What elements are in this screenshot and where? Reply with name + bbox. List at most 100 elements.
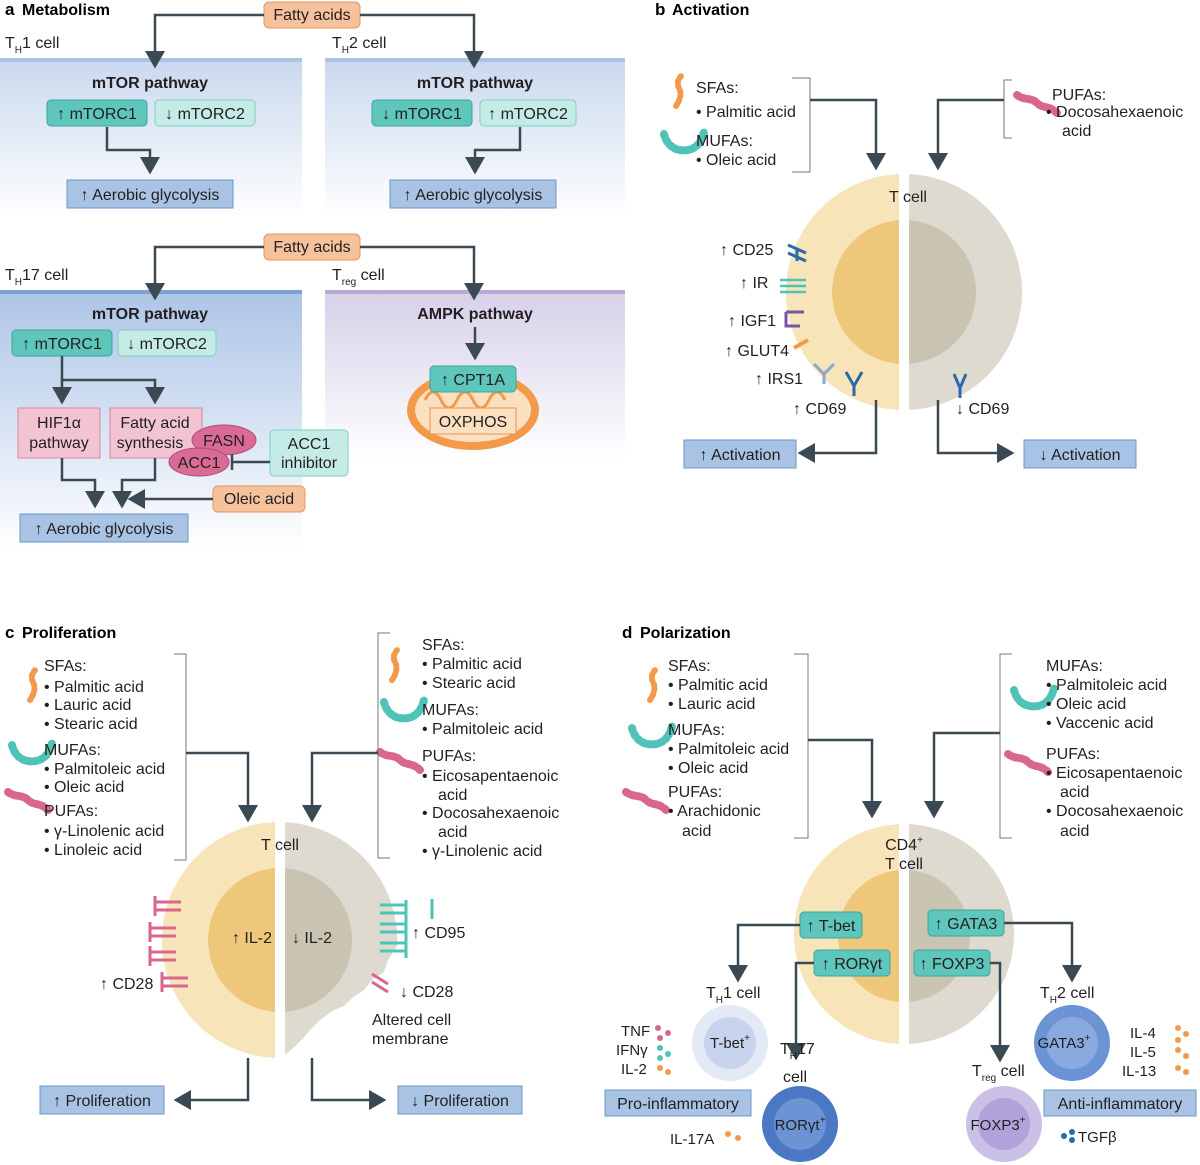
svg-text:acid: acid [682,823,711,840]
th2-mtorc1-box [371,99,473,127]
pufa-molecule-icon [1013,91,1061,117]
svg-text:↑ IRS1: ↑ IRS1 [755,371,803,388]
th1-cell-label-d: TH1 cell [706,985,760,1006]
svg-text:↑ CD25: ↑ CD25 [720,242,773,259]
acc1-enzyme [168,447,230,477]
ampk-pathway: AMPK pathway [417,306,533,323]
svg-text:SFAs:: SFAs: [422,637,465,654]
svg-text:• Linoleic acid: • Linoleic acid [44,842,142,859]
th1-aerobic-glycolysis [66,179,234,209]
svg-text:• Oleic acid: • Oleic acid [696,152,776,169]
acc1-inhibitor-box [269,429,349,477]
svg-text:↓ mTORC2: ↓ mTORC2 [165,106,245,123]
th2-cytokine-dots-icon [1175,1025,1189,1075]
th1-cytokine-dots-icon [655,1025,671,1075]
irs1-icon [812,362,836,384]
pufa-molecule-icon [4,788,52,814]
svg-text:MUFAs:: MUFAs: [668,722,725,739]
svg-text:↑ Activation: ↑ Activation [700,447,781,464]
svg-text:• Stearic acid: • Stearic acid [422,675,516,692]
th17-cytokine-dots-icon [725,1131,741,1141]
cd69-right-icon [952,373,968,398]
cd4-label: CD4+ [885,835,923,854]
th2-mtorc2-box [479,99,577,127]
svg-text:Pro-inflammatory: Pro-inflammatory [617,1096,739,1113]
svg-text:IL-5: IL-5 [1130,1044,1156,1061]
sfa-molecule-icon-right [389,645,402,683]
th2-cell-label: TH2 cell [332,35,386,56]
svg-text:acid: acid [1062,123,1091,140]
svg-text:↑ IR: ↑ IR [740,275,768,292]
svg-text:↑ CPT1A: ↑ CPT1A [441,372,505,389]
mtor-pathway-th17: mTOR pathway [92,306,208,323]
cpt1a-box [429,365,517,393]
cd95-receptors-icon [380,898,434,958]
panel-a-letter: a [5,0,15,19]
th1-mtorc1-box [46,99,148,127]
svg-text:Fatty acid: Fatty acid [120,415,189,432]
up-proliferation-box [39,1085,165,1115]
svg-text:FASN: FASN [203,433,245,450]
pufa-molecule-icon [622,788,670,814]
svg-text:↑ CD28: ↑ CD28 [100,976,153,993]
svg-text:IL-2: IL-2 [621,1061,647,1078]
pufa-molecule-icon-right [376,748,424,774]
svg-text:↑ mTORC1: ↑ mTORC1 [22,336,102,353]
pro-inflammatory-box [604,1089,752,1117]
th1-cell-label: TH1 cell [5,35,59,56]
svg-text:inhibitor: inhibitor [281,455,338,472]
cd69-left-icon [844,371,864,396]
svg-text:↓ Activation: ↓ Activation [1040,447,1121,464]
anti-inflammatory-box [1043,1089,1197,1117]
svg-text:MUFAs:: MUFAs: [1046,658,1103,675]
mtor-pathway-th2: mTOR pathway [417,75,533,92]
svg-text:TNF: TNF [621,1023,650,1040]
svg-text:pathway: pathway [29,435,89,452]
svg-text:ACC1: ACC1 [178,455,221,472]
svg-text:PUFAs:: PUFAs: [422,748,476,765]
svg-text:↑ IGF1: ↑ IGF1 [728,313,776,330]
svg-text:IFNγ: IFNγ [616,1042,648,1059]
svg-text:↑ FOXP3: ↑ FOXP3 [920,956,985,973]
down-activation-box [1023,439,1137,469]
svg-text:MUFAs:: MUFAs: [696,133,753,150]
tgfb-dots-icon [1061,1129,1075,1143]
svg-text:• γ-Linolenic acid: • γ-Linolenic acid [44,823,164,840]
svg-text:• Vaccenic acid: • Vaccenic acid [1046,715,1154,732]
svg-text:PUFAs:: PUFAs: [1046,746,1100,763]
svg-text:• Oleic acid: • Oleic acid [44,779,124,796]
mufa-molecule-icon [660,128,708,155]
th2-cell-label-d: TH2 cell [1040,985,1094,1006]
svg-text:SFAs:: SFAs: [44,658,87,675]
ir-receptor-icon [780,278,806,294]
svg-text:↑ IL-2: ↑ IL-2 [232,930,272,947]
mufa-molecule-icon [8,739,56,766]
svg-text:Fatty acids: Fatty acids [273,239,350,256]
oxphos-box [429,407,517,435]
svg-text:• Docosahexaenoic: • Docosahexaenoic [1046,104,1183,121]
svg-text:• Palmitic acid: • Palmitic acid [422,656,522,673]
svg-text:↑ RORγt: ↑ RORγt [822,956,883,973]
th17-cell-label: TH17 cell [5,267,68,288]
t-cell-label-b: T cell [889,189,927,206]
panel-c-proliferation: c Proliferation SFAs: • Palmitic acid • … [4,623,559,1115]
svg-text:PUFAs:: PUFAs: [44,803,98,820]
svg-text:• Stearic acid: • Stearic acid [44,716,138,733]
svg-text:• Palmitic acid: • Palmitic acid [44,679,144,696]
svg-text:↓ CD69: ↓ CD69 [956,401,1009,418]
svg-text:• Palmitoleic acid: • Palmitoleic acid [668,741,789,758]
svg-text:• Oleic acid: • Oleic acid [668,760,748,777]
svg-text:SFAs:: SFAs: [668,658,711,675]
svg-text:• Palmitoleic acid: • Palmitoleic acid [44,761,165,778]
panel-c-title: Proliferation [22,625,116,642]
svg-text:• Palmitoleic acid: • Palmitoleic acid [1046,677,1167,694]
svg-text:• Palmitic acid: • Palmitic acid [668,677,768,694]
panel-d-title: Polarization [640,625,731,642]
svg-text:↓ CD28: ↓ CD28 [400,984,453,1001]
svg-text:T cell: T cell [885,856,923,873]
mufa-molecule-icon-right [1010,684,1058,711]
svg-text:MUFAs:: MUFAs: [44,742,101,759]
mufa-molecule-icon [628,722,676,749]
panel-b-activation: b Activation SFAs: • Palmitic acid MUFAs… [655,0,1183,469]
svg-text:synthesis: synthesis [117,435,184,452]
